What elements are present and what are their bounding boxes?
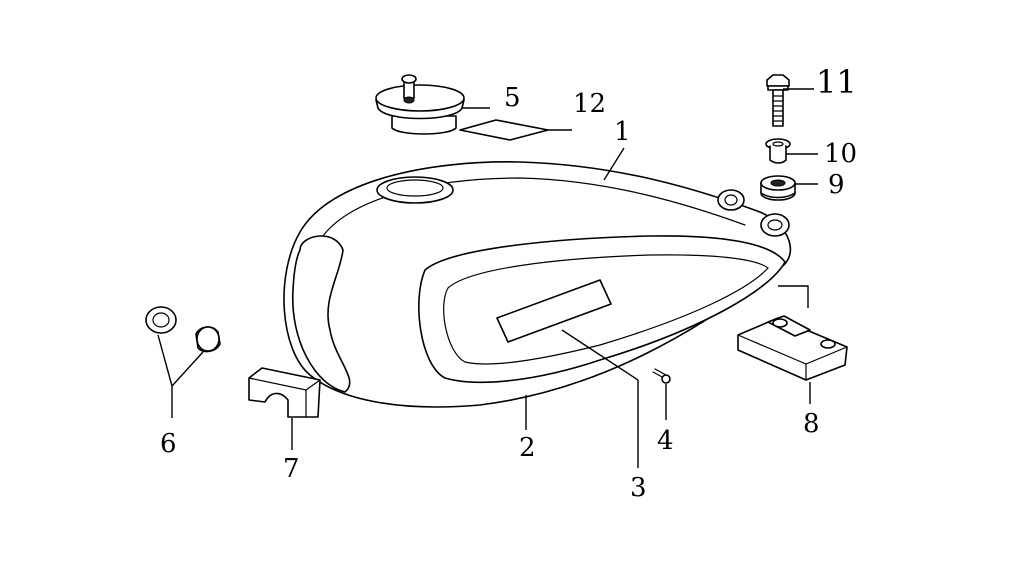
side-panel <box>418 235 786 384</box>
callout-11: 11 <box>816 63 857 101</box>
callout-labels: 1 2 3 4 5 6 7 8 9 10 11 12 <box>160 63 857 503</box>
callout-4: 4 <box>657 426 674 456</box>
rubber-bushings <box>145 306 221 353</box>
leader-lines <box>157 88 818 468</box>
gasket-sheet <box>459 119 549 141</box>
collar <box>765 138 791 164</box>
callout-1: 1 <box>614 117 631 147</box>
screw <box>652 368 671 384</box>
callout-7: 7 <box>283 454 300 484</box>
grommet <box>760 175 796 201</box>
callout-2: 2 <box>519 433 536 463</box>
bolt <box>766 74 790 127</box>
callout-12: 12 <box>573 89 606 119</box>
callout-6: 6 <box>160 429 177 459</box>
mount-bracket <box>737 315 848 381</box>
callout-10: 10 <box>824 139 857 169</box>
rubber-cushion <box>248 367 321 418</box>
callout-5: 5 <box>504 83 521 113</box>
callout-3: 3 <box>630 473 647 503</box>
callout-9: 9 <box>828 170 845 200</box>
fuel-cap <box>375 74 465 135</box>
emblem-plate <box>496 279 612 343</box>
callout-8: 8 <box>803 409 820 439</box>
